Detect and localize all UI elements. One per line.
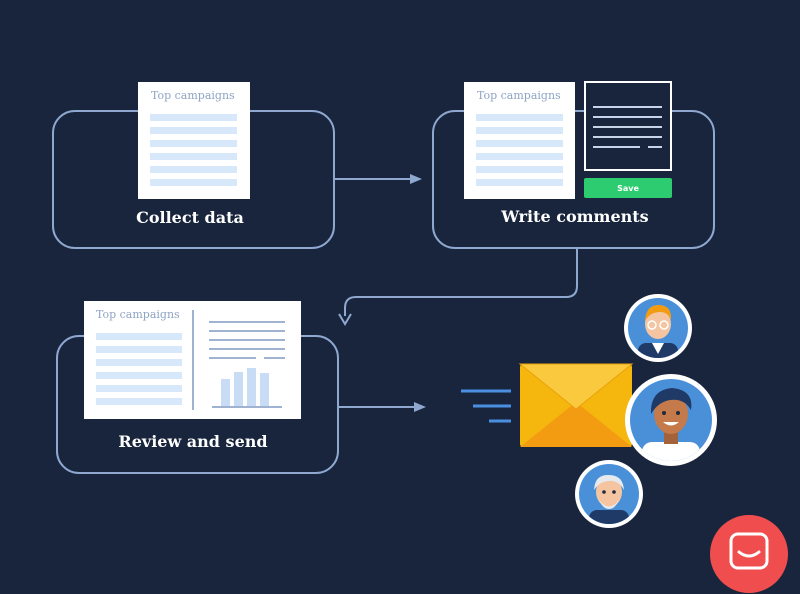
arrow-collect-to-write bbox=[334, 174, 422, 184]
arrow-write-to-review bbox=[338, 249, 578, 326]
step-collect-label: Collect data bbox=[136, 208, 244, 227]
step-write-label: Write comments bbox=[500, 207, 648, 226]
write-document: Top campaigns bbox=[464, 82, 575, 199]
envelope-icon bbox=[518, 363, 634, 447]
avatar-top bbox=[624, 294, 692, 362]
chat-launcher-button[interactable] bbox=[710, 515, 788, 593]
write-doc-title: Top campaigns bbox=[477, 89, 561, 102]
step-write: Top campaigns Save Write comments bbox=[432, 81, 715, 249]
review-report: Top campaigns bbox=[84, 301, 301, 419]
arrow-review-to-send bbox=[338, 402, 426, 412]
step-review-label: Review and send bbox=[118, 432, 267, 451]
save-button[interactable]: Save bbox=[584, 178, 672, 198]
chat-bubble-icon bbox=[729, 532, 769, 570]
step-collect: Top campaigns Collect data bbox=[52, 82, 335, 249]
review-doc-title: Top campaigns bbox=[96, 308, 180, 321]
speed-lines bbox=[461, 389, 511, 423]
avatar-middle bbox=[625, 374, 717, 466]
save-button-label: Save bbox=[617, 184, 639, 193]
comment-panel bbox=[584, 81, 672, 171]
collect-document: Top campaigns bbox=[138, 82, 250, 199]
avatar-bottom bbox=[575, 460, 643, 528]
collect-doc-title: Top campaigns bbox=[151, 89, 235, 102]
step-review: Top campaigns Review and send bbox=[56, 301, 339, 474]
